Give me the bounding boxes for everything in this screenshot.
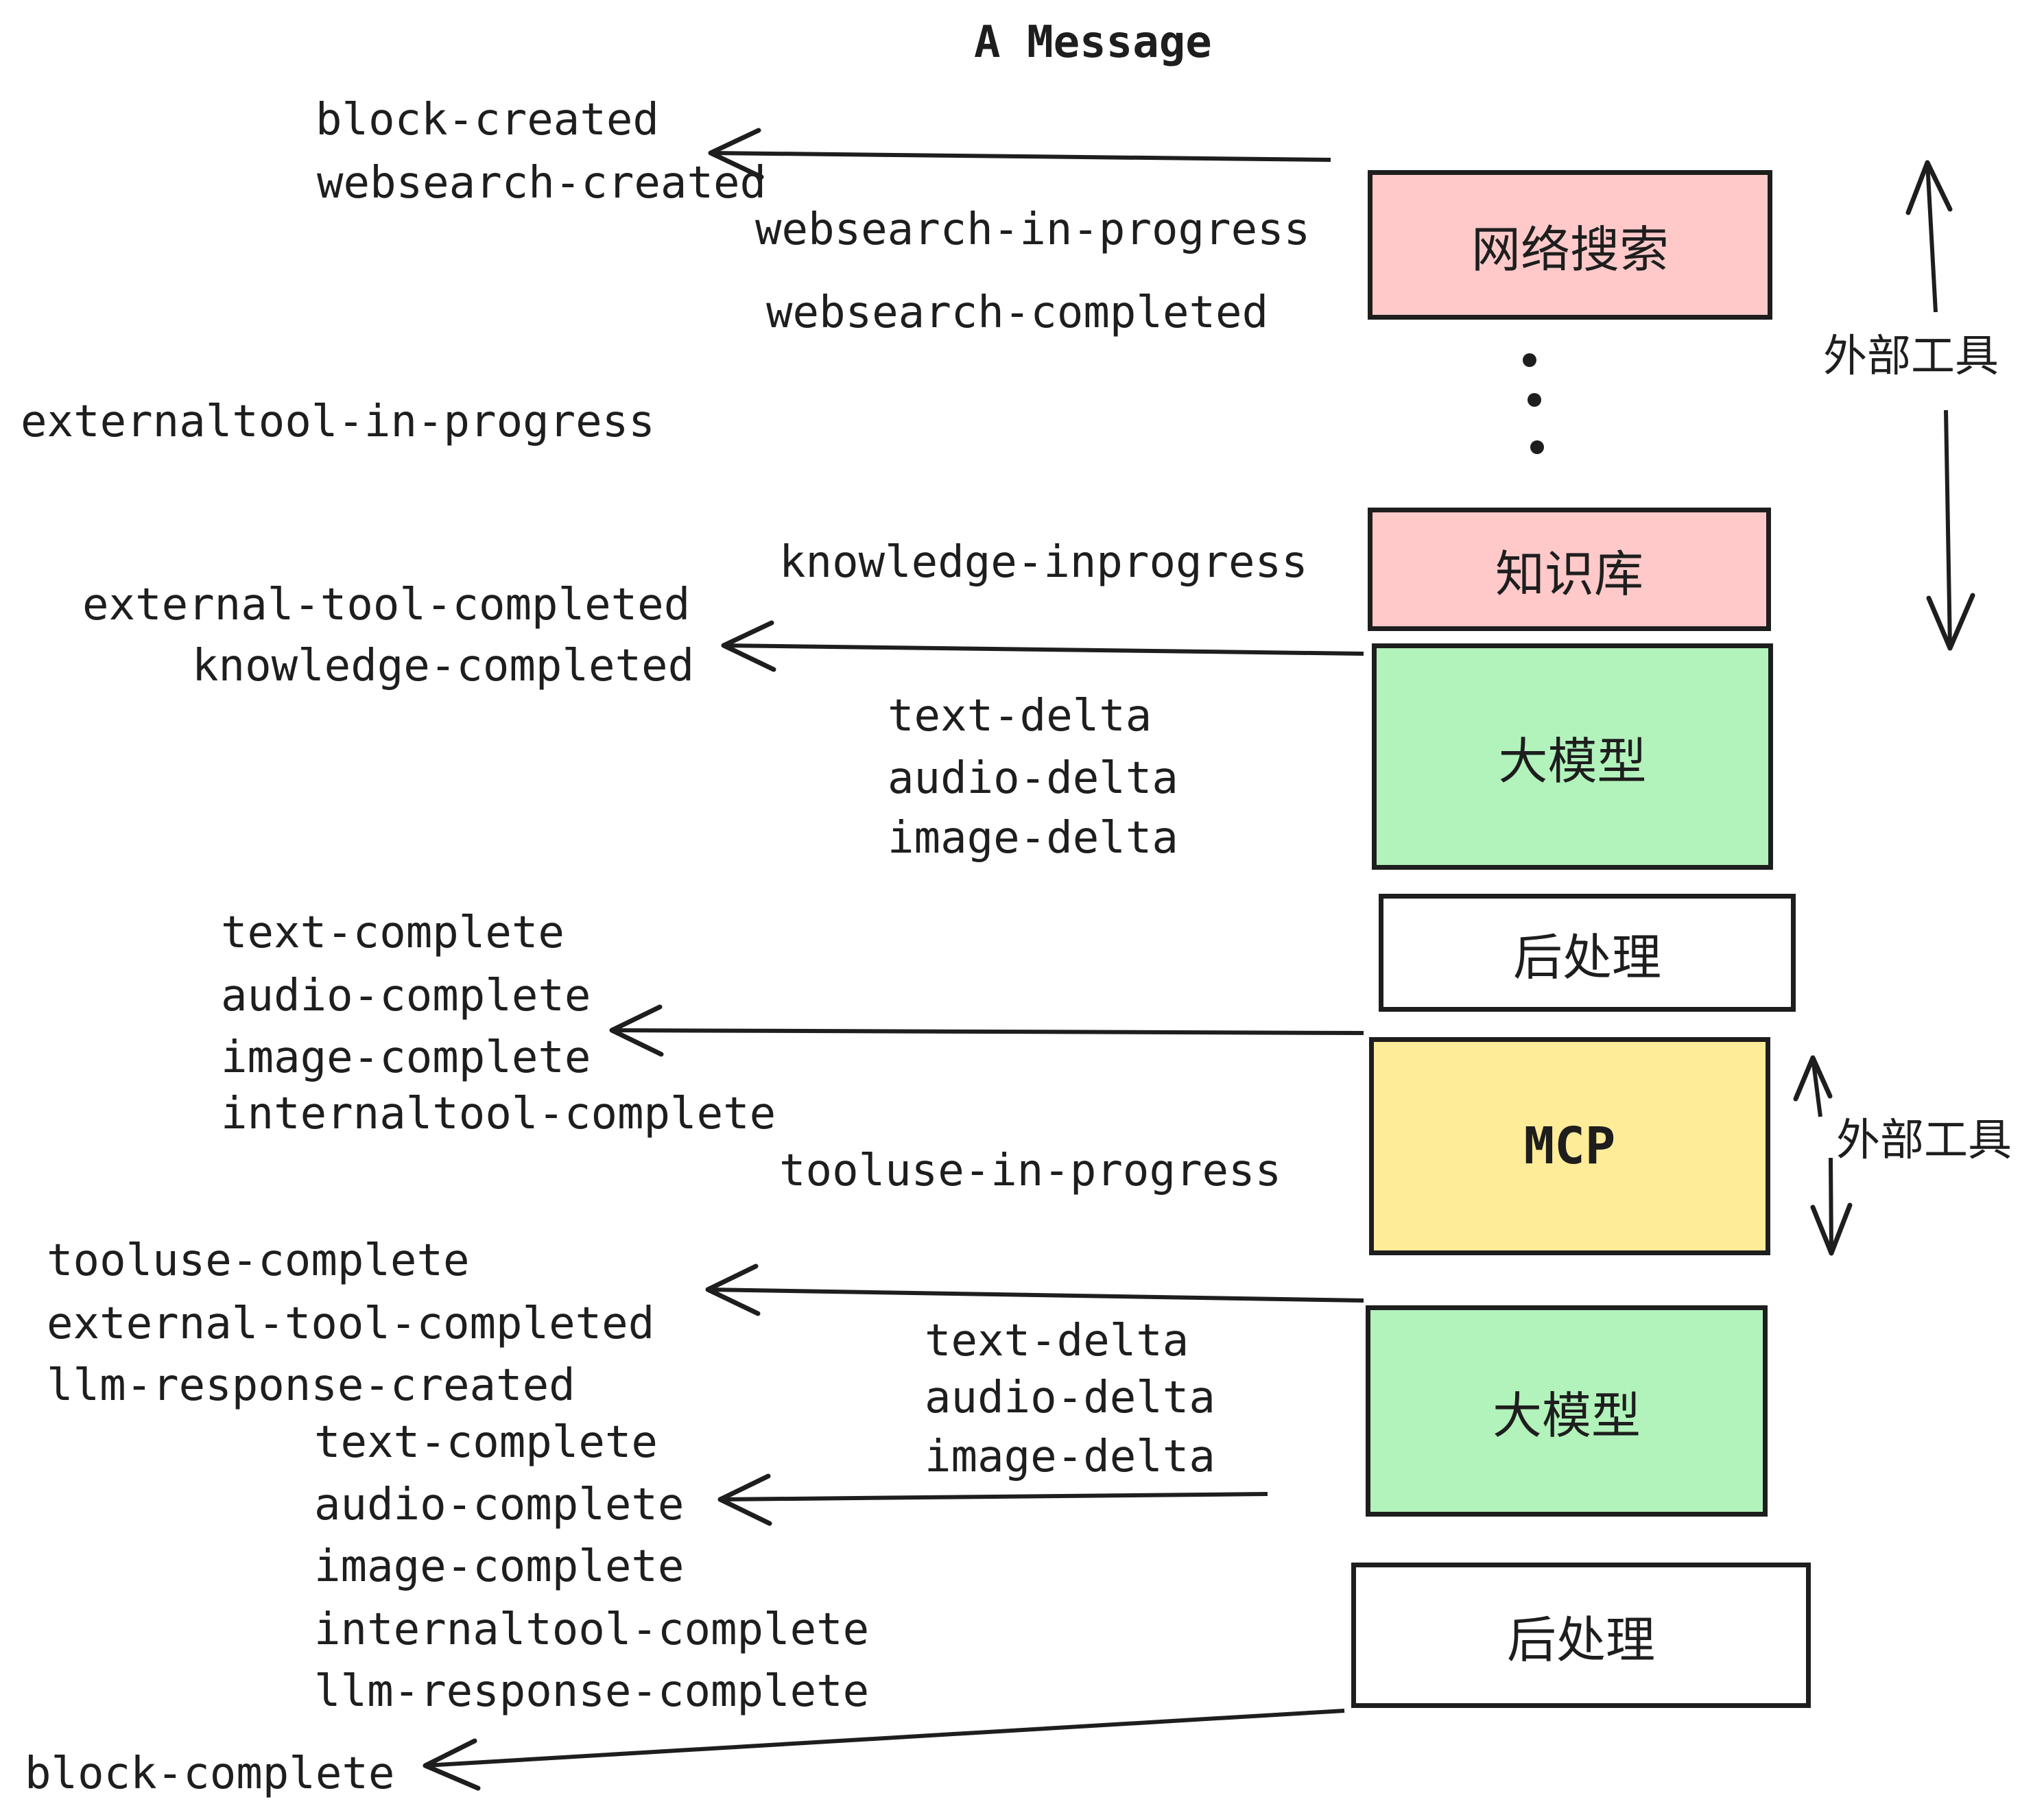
arrow-external-tools-down-1 <box>1944 410 1952 649</box>
node-postprocess-2: 后处理 <box>1351 1563 1811 1708</box>
event-label-text-complete-2: text-complete <box>314 1417 658 1468</box>
node-llm-1: 大模型 <box>1372 643 1773 870</box>
event-label-image-delta-2: image-delta <box>925 1432 1215 1482</box>
node-llm-1-label: 大模型 <box>1498 734 1647 790</box>
arrow-post2-to-block-complete <box>425 1709 1345 1768</box>
arrowhead-post2-to-block-complete <box>423 1738 481 1791</box>
event-label-external-tool-completed-2: external-tool-completed <box>47 1298 655 1349</box>
event-label-internaltool-complete-2: internaltool-complete <box>314 1604 870 1655</box>
event-label-websearch-completed: websearch-completed <box>766 287 1269 338</box>
event-label-audio-delta-1: audio-delta <box>888 753 1178 804</box>
event-label-text-delta-2: text-delta <box>925 1316 1189 1366</box>
event-label-llm-response-created: llm-response-created <box>47 1360 575 1411</box>
event-label-block-created: block-created <box>316 95 659 145</box>
event-label-knowledge-inprogress: knowledge-inprogress <box>779 537 1308 588</box>
event-label-audio-complete-1: audio-complete <box>221 971 591 1021</box>
arrow-mcp-to-tooluse-complete <box>707 1287 1364 1303</box>
arrowhead-external-tools-up-1 <box>1905 160 1953 215</box>
event-label-llm-response-complete: llm-response-complete <box>314 1666 870 1717</box>
node-mcp: MCP <box>1369 1037 1770 1255</box>
event-label-audio-delta-2: audio-delta <box>925 1373 1215 1423</box>
arrowhead-knowledge-to-completed <box>721 620 776 672</box>
arrowhead-post1-to-complete <box>609 1004 664 1057</box>
node-llm-2: 大模型 <box>1366 1305 1768 1517</box>
arrow-websearch-to-created <box>710 151 1331 162</box>
diagram-title: A Message <box>974 17 1212 68</box>
arrowhead-llm2-to-audio-complete <box>717 1473 772 1526</box>
event-label-block-complete: block-complete <box>25 1748 395 1799</box>
event-label-audio-complete-2: audio-complete <box>314 1480 685 1530</box>
node-postprocess-2-label: 后处理 <box>1506 1613 1655 1668</box>
arrowhead-external-tools-up-2 <box>1793 1055 1833 1102</box>
event-label-image-complete-2: image-complete <box>314 1541 685 1592</box>
vertical-ellipsis-dot-2 <box>1528 393 1541 407</box>
event-label-tooluse-in-progress: tooluse-in-progress <box>779 1146 1282 1196</box>
event-label-text-delta-1: text-delta <box>888 691 1152 741</box>
event-label-text-complete-1: text-complete <box>221 907 565 958</box>
event-label-external-tool-completed-1: external-tool-completed <box>82 580 691 630</box>
node-websearch: 网络搜索 <box>1368 170 1772 320</box>
external-tools-annotation-top: 外部工具 <box>1823 331 1999 381</box>
event-label-externaltool-in-progress: externaltool-in-progress <box>21 396 655 447</box>
event-label-knowledge-completed: knowledge-completed <box>192 641 695 691</box>
arrow-knowledge-to-completed <box>723 643 1364 656</box>
event-label-internaltool-complete-1: internaltool-complete <box>221 1089 776 1139</box>
node-websearch-label: 网络搜索 <box>1471 222 1669 278</box>
node-postprocess-1-label: 后处理 <box>1512 930 1661 986</box>
external-tools-annotation-mid: 外部工具 <box>1836 1115 2012 1165</box>
arrowhead-external-tools-down-2 <box>1810 1202 1853 1256</box>
event-label-websearch-created: websearch-created <box>317 158 767 209</box>
node-mcp-label: MCP <box>1523 1117 1616 1176</box>
arrow-external-tools-up-2 <box>1811 1057 1822 1117</box>
node-llm-2-label: 大模型 <box>1492 1388 1641 1444</box>
arrow-external-tools-up-1 <box>1925 162 1938 313</box>
node-knowledge: 知识库 <box>1368 508 1771 631</box>
vertical-ellipsis-dot-3 <box>1530 440 1544 454</box>
arrow-post1-to-complete <box>611 1028 1364 1035</box>
arrowhead-mcp-to-tooluse-complete <box>705 1263 761 1316</box>
event-label-image-complete-1: image-complete <box>221 1032 591 1083</box>
node-knowledge-label: 知识库 <box>1495 547 1643 602</box>
node-postprocess-1: 后处理 <box>1379 894 1796 1012</box>
event-label-websearch-in-progress: websearch-in-progress <box>755 204 1311 255</box>
event-label-image-delta-1: image-delta <box>888 813 1178 864</box>
arrow-llm2-to-audio-complete <box>720 1492 1268 1502</box>
arrowhead-external-tools-down-1 <box>1926 593 1975 651</box>
vertical-ellipsis-dot-1 <box>1523 353 1536 367</box>
event-label-tooluse-complete: tooluse-complete <box>47 1235 470 1286</box>
